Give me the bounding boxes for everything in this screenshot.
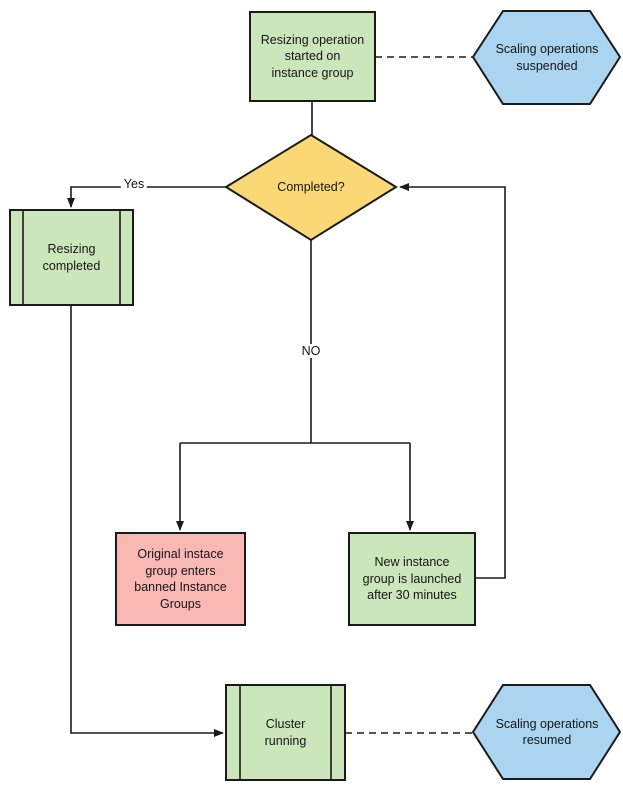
resizing-completed-rect	[9, 209, 134, 306]
edge-label-no: NO	[298, 344, 324, 358]
edge-new-group-to-completed	[399, 183, 506, 579]
resizing-completed-shape	[9, 209, 134, 306]
cluster-running-shape	[225, 684, 346, 781]
new-instance-group-shape	[348, 532, 476, 626]
completed-diamond	[224, 133, 398, 242]
scaling-suspended-hexagon	[471, 10, 622, 105]
banned-group-shape	[115, 532, 246, 626]
scaling-resumed-hexagon	[471, 684, 622, 780]
cluster-running-rect	[225, 684, 346, 781]
edge-completed-yes-to-resizing-completed	[67, 186, 226, 208]
edge-label-yes: Yes	[120, 177, 148, 191]
start-node-shape	[249, 11, 376, 102]
edge-resizing-completed-to-cluster	[70, 305, 224, 737]
